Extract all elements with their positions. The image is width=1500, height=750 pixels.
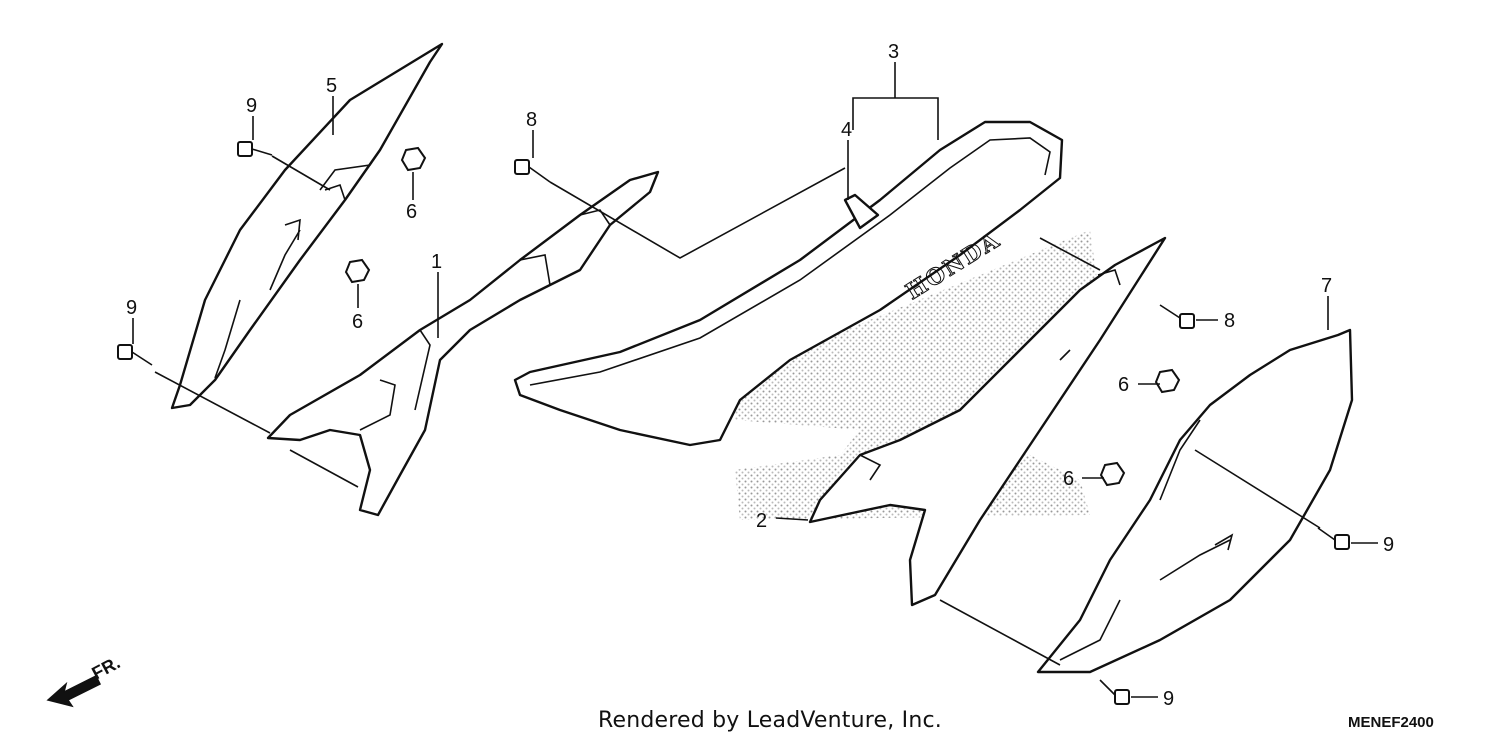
callout-6c: 6 — [1118, 374, 1129, 396]
callout-labels: 1 2 3 4 5 6 6 6 6 7 8 8 9 9 9 9 — [126, 41, 1394, 710]
callout-6d: 6 — [1063, 468, 1074, 490]
part-2-frame-guard[interactable] — [808, 236, 1167, 607]
callout-6a: 6 — [406, 201, 417, 223]
callout-9b: 9 — [126, 297, 137, 319]
front-direction-arrow: FR. — [46, 652, 123, 708]
callout-5: 5 — [326, 75, 337, 97]
bolt-9-left[interactable] — [117, 344, 153, 366]
arrow-icon — [46, 674, 102, 708]
diagram-code: MENEF2400 — [1348, 714, 1434, 731]
nut-6-b[interactable] — [344, 258, 371, 284]
callout-8a: 8 — [526, 109, 537, 131]
callout-8b: 8 — [1224, 310, 1235, 332]
bolt-8-top[interactable] — [514, 159, 551, 183]
part-5-left-side-cover[interactable] — [170, 42, 444, 410]
render-credit: Rendered by LeadVenture, Inc. — [598, 708, 942, 733]
callout-9a: 9 — [246, 95, 257, 117]
bolt-8-right[interactable] — [1159, 304, 1195, 329]
part-4-seat-strap[interactable] — [843, 193, 880, 230]
part-1-left-shroud[interactable] — [266, 170, 660, 517]
callout-3: 3 — [888, 41, 899, 63]
leader-lines — [132, 62, 1378, 698]
callout-7: 7 — [1321, 275, 1332, 297]
nut-6-a[interactable] — [400, 146, 427, 172]
bolt-9-bottom[interactable] — [1099, 679, 1130, 705]
callout-2: 2 — [756, 510, 767, 532]
callout-9c: 9 — [1383, 534, 1394, 556]
bolt-9-top-left[interactable] — [237, 141, 273, 157]
nut-6-c[interactable] — [1154, 368, 1181, 394]
bolt-9-right[interactable] — [1317, 527, 1350, 550]
callout-6b: 6 — [352, 311, 363, 333]
callout-9d: 9 — [1163, 688, 1174, 710]
callout-4: 4 — [841, 119, 852, 141]
nut-6-d[interactable] — [1099, 461, 1126, 487]
callout-1: 1 — [431, 251, 442, 273]
